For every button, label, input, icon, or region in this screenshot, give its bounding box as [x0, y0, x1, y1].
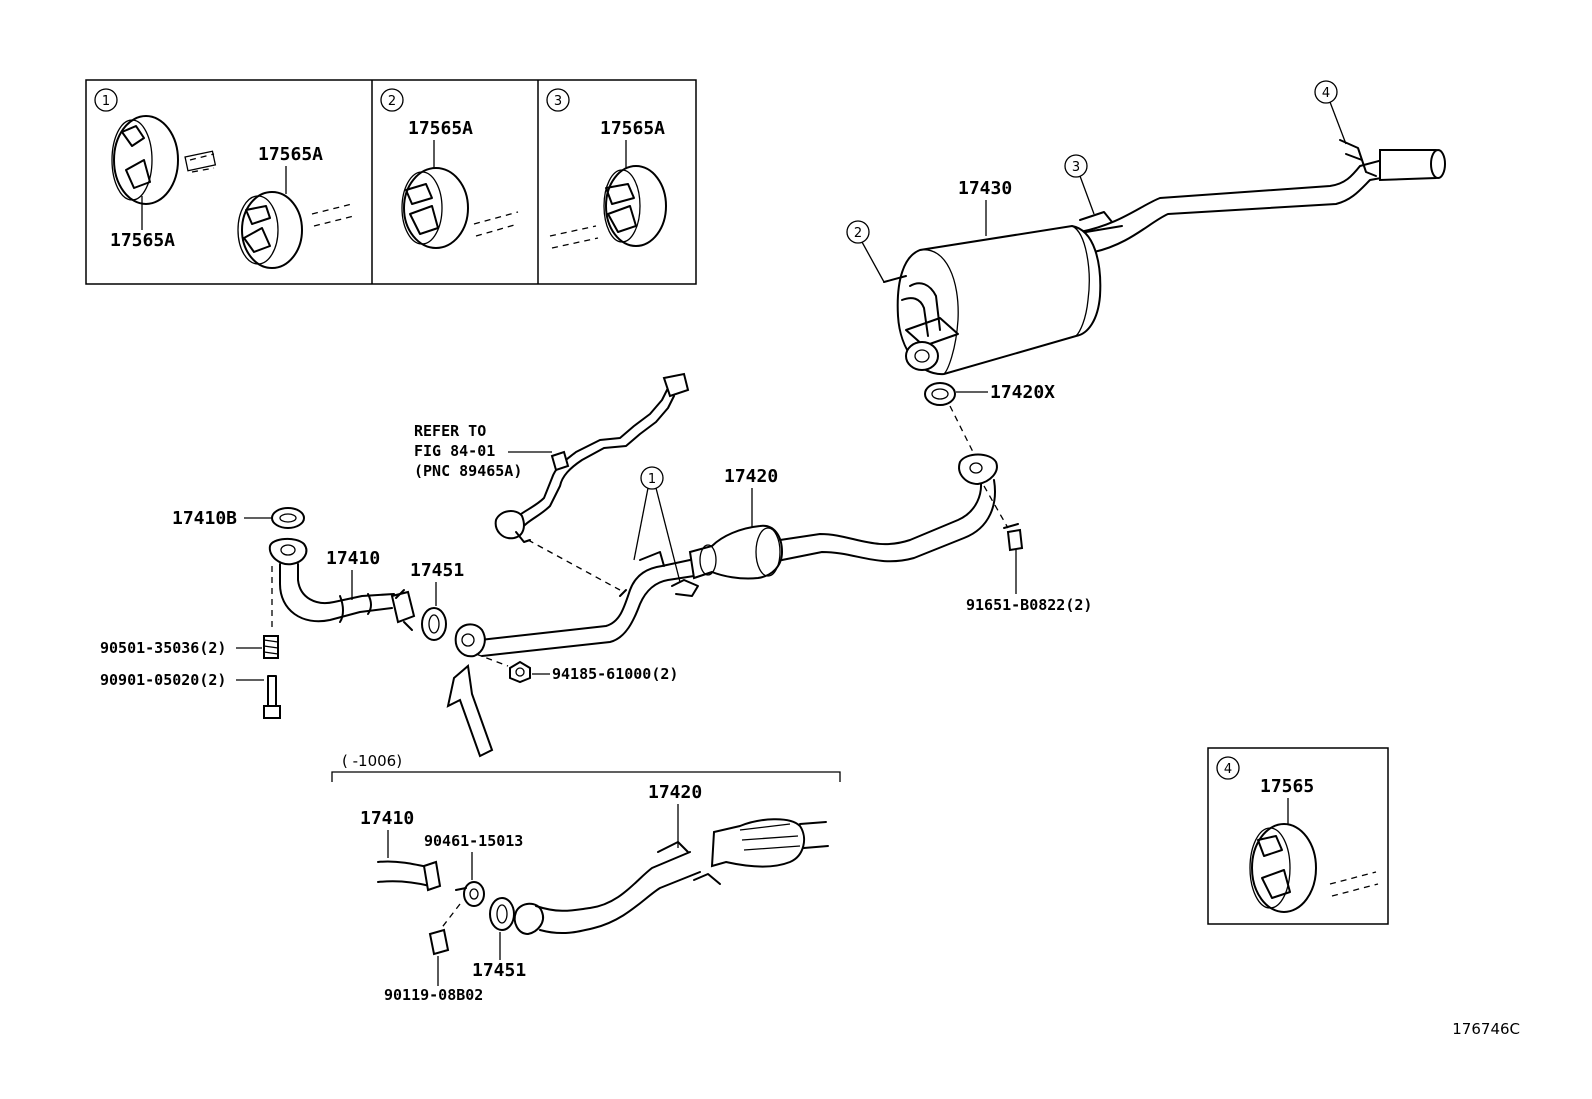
marker-circle	[94, 88, 118, 112]
rubber-hanger-icon	[111, 115, 179, 205]
spring-bolt	[263, 675, 281, 719]
rubber-hanger-icon	[401, 167, 469, 249]
outlet-flange	[390, 590, 416, 624]
sensor-connector	[662, 372, 690, 398]
part-label: 17565A	[110, 230, 175, 251]
variant-label-90461: 90461-15013	[424, 832, 523, 850]
part-label-90501: 90501-35036(2)	[100, 639, 226, 657]
marker-number: 1	[102, 94, 110, 109]
flange-bolt	[1003, 523, 1024, 552]
insertion-dashes	[189, 153, 215, 173]
part-label: 17565A	[600, 118, 665, 139]
marker-circle	[380, 88, 404, 112]
marker-number: 2	[388, 94, 396, 109]
variant-range: ( -1006)	[342, 752, 402, 770]
refer-note-line1: REFER TO	[414, 422, 486, 440]
refer-note-line2: FIG 84-01	[414, 442, 495, 460]
insertion-dashes	[473, 211, 519, 237]
flange-nut	[509, 660, 531, 684]
detail-box-group: 1 17565A 17565A	[85, 79, 697, 285]
refer-note-line3: (PNC 89465A)	[414, 462, 522, 480]
insertion-dashes	[1329, 871, 1379, 897]
detail-box-frame	[85, 79, 697, 285]
hanger-bracket	[1079, 211, 1123, 233]
callout-markers: 2 3 4	[846, 80, 1347, 283]
rear-muffler-assembly	[883, 139, 1446, 376]
rubber-hanger-icon	[237, 191, 303, 269]
hanger-bracket	[883, 275, 907, 283]
callout-number: 4	[1322, 86, 1330, 101]
part-label: 17565A	[408, 118, 473, 139]
rubber-hanger-icon	[1249, 823, 1317, 913]
manifold-flange	[268, 538, 308, 566]
part-label-17430: 17430	[958, 178, 1012, 199]
callout-number: 3	[1072, 160, 1080, 175]
front-flange	[454, 623, 486, 658]
marker-number: 4	[1224, 762, 1232, 777]
marker-circle	[546, 88, 570, 112]
gasket-17451	[421, 607, 447, 641]
compression-spring	[263, 635, 279, 659]
part-label-17410: 17410	[326, 548, 380, 569]
direction-arrow	[446, 664, 494, 758]
variant-label-17410: 17410	[360, 808, 414, 829]
variant-section: ( -1006) 17410 90461-15013 17451 90119-0…	[331, 752, 841, 1004]
part-label-91651: 91651-B0822(2)	[966, 596, 1092, 614]
variant-pipe-17420	[513, 818, 829, 936]
detail-box-3: 3 17565A	[546, 88, 667, 249]
rubber-hanger-icon	[603, 165, 667, 247]
gasket-17410b	[271, 507, 305, 529]
variant-gasket-17451	[489, 897, 515, 931]
insertion-dashes	[549, 225, 599, 249]
center-pipe-17420	[454, 453, 998, 658]
tail-pipe-upper	[1079, 149, 1421, 233]
part-label: 17565A	[258, 144, 323, 165]
variant-bolt	[428, 928, 450, 956]
catalytic-converter	[688, 524, 784, 580]
part-label-17420x: 17420X	[990, 382, 1055, 403]
detail-box-frame	[1207, 747, 1389, 925]
gasket-17420x	[924, 382, 956, 406]
callout-number: 2	[854, 226, 862, 241]
part-label-90901: 90901-05020(2)	[100, 671, 226, 689]
detail-box-1: 1 17565A 17565A	[94, 88, 355, 269]
part-label-94185: 94185-61000(2)	[552, 665, 678, 683]
part-label-17420: 17420	[724, 466, 778, 487]
marker-number: 3	[554, 94, 562, 109]
variant-bracket	[331, 771, 841, 782]
outlet-flange	[905, 341, 939, 371]
variant-label-17420: 17420	[648, 782, 702, 803]
variant-converter	[710, 818, 806, 868]
detail-box-2: 2 17565A	[380, 88, 519, 249]
marker-circle	[1216, 756, 1240, 780]
oxygen-sensor	[494, 372, 690, 543]
part-label-17451: 17451	[410, 560, 464, 581]
detail-box-4: 4 17565	[1207, 747, 1389, 925]
part-label: 17565	[1260, 776, 1314, 797]
variant-label-17451: 17451	[472, 960, 526, 981]
insertion-dashes	[311, 203, 355, 227]
callout-number: 1	[648, 472, 656, 487]
variant-label-90119: 90119-08B02	[384, 986, 483, 1004]
part-label-17410b: 17410B	[172, 508, 237, 529]
stud-nut	[455, 881, 485, 907]
front-pipe-17410	[268, 538, 416, 631]
tail-pipe-lower	[1093, 169, 1427, 253]
rear-flange	[958, 453, 998, 486]
figure-id: 176746C	[1452, 1020, 1520, 1038]
